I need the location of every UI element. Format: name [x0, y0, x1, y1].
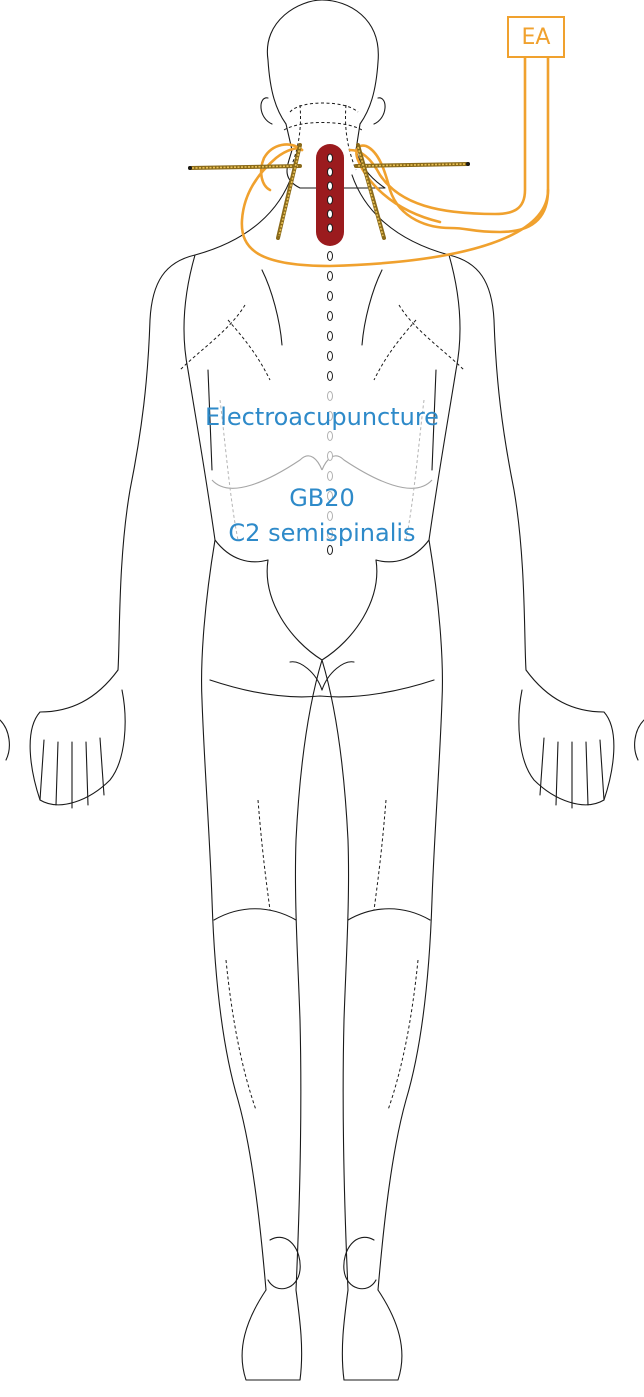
hands	[0, 670, 644, 808]
legs	[202, 540, 443, 1380]
ea-device-label: EA	[522, 25, 551, 50]
ea-device-box: EA	[507, 16, 565, 58]
muscle-label: C2 semispinalis	[0, 519, 644, 547]
acupoint-label: GB20	[0, 484, 644, 512]
method-label: Electroacupuncture	[0, 403, 644, 431]
